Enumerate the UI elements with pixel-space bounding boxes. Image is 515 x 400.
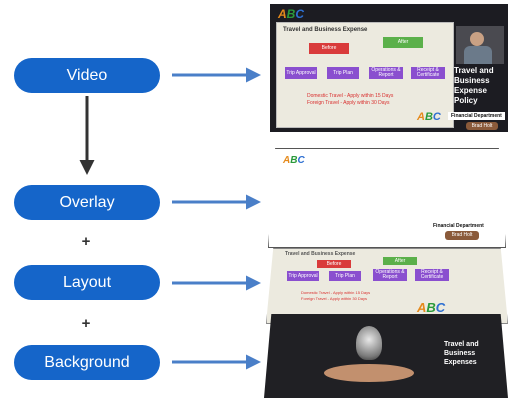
slide-title: Travel and Business Expense bbox=[285, 251, 356, 257]
before-box: Before bbox=[309, 43, 349, 54]
background-label: Background bbox=[14, 345, 160, 380]
foreign-note: Foreign Travel - Apply within 30 Days bbox=[301, 296, 368, 301]
operations-report-box: Operations & Report bbox=[373, 269, 407, 281]
domestic-note: Domestic Travel - Apply within 15 Days bbox=[301, 290, 371, 295]
plus-sign: + bbox=[81, 315, 91, 332]
video-label: Video bbox=[14, 58, 160, 93]
trip-approval-box: Trip Approval bbox=[285, 67, 317, 79]
hand-graphic bbox=[324, 364, 414, 382]
domestic-note: Domestic Travel - Apply within 15 Days bbox=[307, 93, 394, 99]
receipt-certificate-box: Receipt & Certificate bbox=[411, 67, 445, 79]
overlay-label: Overlay bbox=[14, 185, 160, 220]
lightbulb-graphic bbox=[356, 326, 382, 360]
department-label: Financial Department bbox=[433, 223, 484, 229]
background-panel: Travel and Business Expenses bbox=[264, 314, 508, 398]
operations-report-box: Operations & Report bbox=[369, 67, 403, 79]
abc-logo: ABC bbox=[417, 300, 446, 315]
video-composite-panel: ABC Travel and Business Expense Before A… bbox=[270, 4, 508, 132]
presenter-name-badge: Brad Holt bbox=[445, 231, 479, 240]
plus-sign: + bbox=[81, 233, 91, 250]
layout-panel: Travel and Business Expense Before After… bbox=[266, 248, 508, 324]
foreign-note: Foreign Travel - Apply within 30 Days bbox=[307, 100, 390, 106]
before-box: Before bbox=[317, 260, 351, 268]
abc-logo: ABC bbox=[417, 111, 441, 123]
presenter-video bbox=[456, 26, 504, 64]
background-title: Travel and Business Expenses bbox=[444, 341, 479, 366]
receipt-certificate-box: Receipt & Certificate bbox=[415, 269, 449, 281]
after-box: After bbox=[383, 37, 423, 48]
video-side-title: Travel and Business Expense Policy bbox=[454, 66, 494, 105]
trip-plan-box: Trip Plan bbox=[329, 271, 361, 281]
presenter-name-badge: Brad Holt bbox=[466, 122, 498, 130]
abc-logo: ABC bbox=[278, 7, 305, 21]
slide-area: Travel and Business Expense Before After… bbox=[276, 22, 454, 128]
slide-title: Travel and Business Expense bbox=[283, 27, 368, 33]
trip-approval-box: Trip Approval bbox=[287, 271, 319, 281]
after-box: After bbox=[383, 257, 417, 265]
trip-plan-box: Trip Plan bbox=[327, 67, 359, 79]
layout-label: Layout bbox=[14, 265, 160, 300]
abc-logo: ABC bbox=[283, 155, 305, 166]
overlay-panel: ABC Financial Department Brad Holt bbox=[268, 148, 506, 248]
department-label: Financial Department bbox=[448, 112, 505, 120]
